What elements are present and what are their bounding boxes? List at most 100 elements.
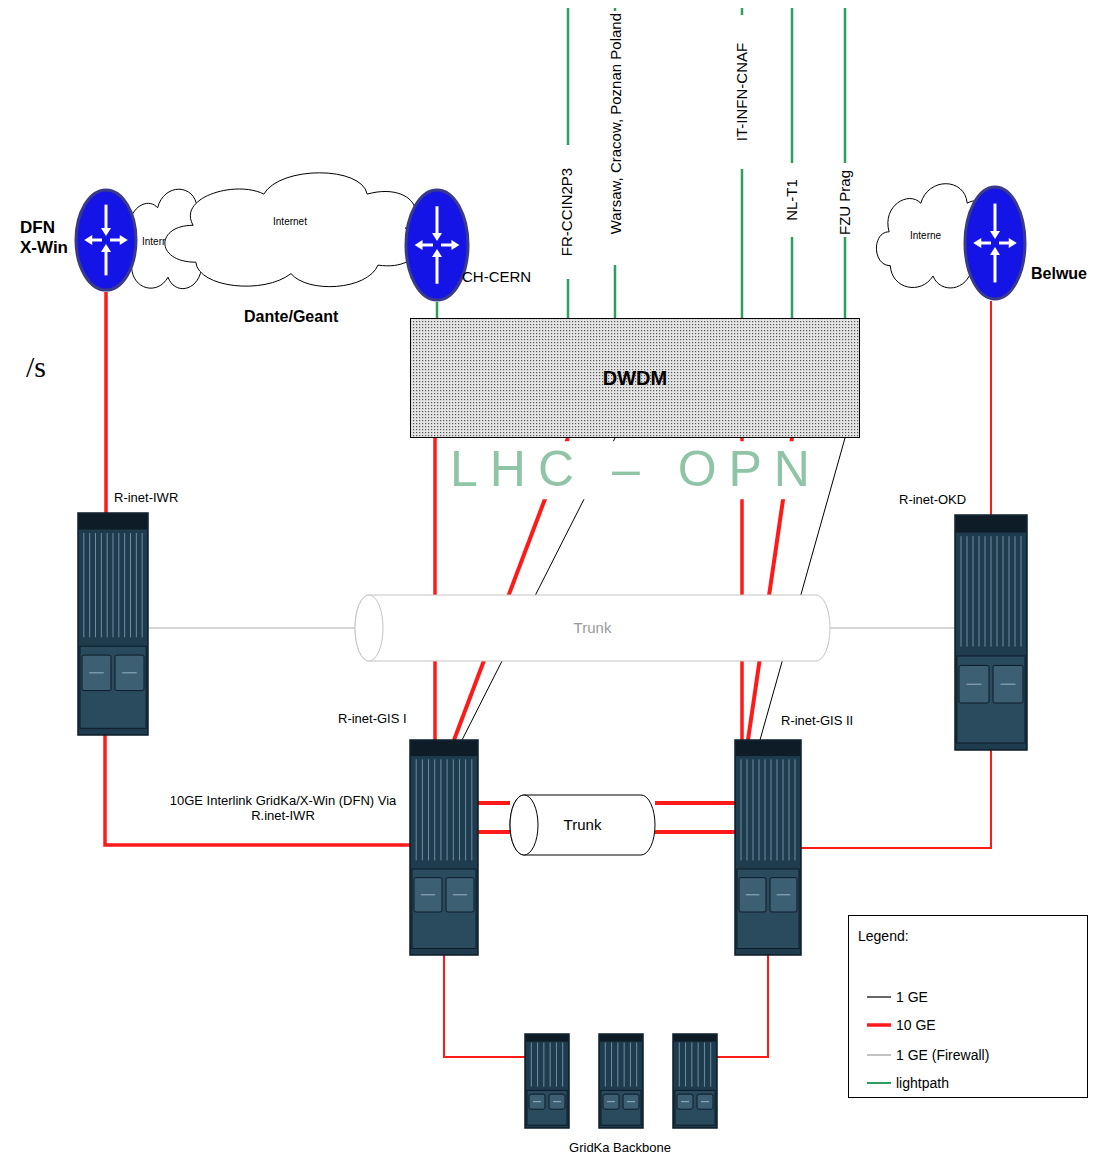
psu-handle [421, 894, 435, 895]
trunk-cylinder: Trunk [510, 795, 655, 855]
chassis-body [599, 1034, 643, 1128]
lightpath-label: Warsaw, Cracow, Poznan Poland [607, 11, 624, 265]
lightpath-label: FZU Prag [836, 163, 853, 237]
legend-line-sample [866, 1015, 892, 1035]
psu-handle [681, 1101, 689, 1102]
chassis-top [956, 516, 1026, 532]
chassis-top [79, 514, 147, 530]
chassis-psu-bay [80, 646, 146, 728]
legend-text: 1 GE (Firewall) [896, 1047, 989, 1063]
psu-module [115, 655, 144, 691]
dwdm-box: DWDM [410, 318, 860, 438]
node-label: Trunk [564, 816, 602, 833]
cylinder-body [355, 595, 830, 661]
network-link [433, 438, 437, 740]
node-label: R-inet-OKD [899, 493, 966, 508]
legend-line-sample [866, 1073, 892, 1093]
network-link [801, 750, 991, 848]
legend-text: lightpath [896, 1075, 949, 1091]
router-chassis: R-inet-GIS II [735, 740, 801, 955]
router-icon: Belwue [963, 185, 1027, 301]
psu-handle [122, 672, 137, 673]
psu-handle [777, 894, 791, 895]
cylinder-end [510, 795, 538, 855]
node-label: DWDM [603, 367, 667, 390]
router-icon: DFN X-Win [74, 188, 138, 292]
router-shape [74, 188, 138, 292]
node-label: Intern [142, 236, 168, 248]
psu-module [697, 1094, 713, 1109]
psu-module [414, 878, 442, 912]
dwdm-outline [411, 319, 860, 438]
psu-module [677, 1094, 693, 1109]
node-label: Internet [273, 216, 307, 228]
psu-module [739, 878, 766, 912]
psu-handle [746, 894, 760, 895]
router-disc [965, 187, 1025, 299]
chassis-shape [735, 740, 801, 955]
chassis-psu-bay [412, 869, 476, 949]
network-link [148, 627, 355, 629]
network-link [655, 830, 735, 834]
router-arrows [415, 206, 460, 284]
node-label: Trunk [574, 619, 612, 636]
chassis-slots [416, 759, 472, 860]
chassis-top [736, 741, 800, 756]
edge-label: 10GE Interlink GridKa/X-Win (DFN) Via R.… [158, 794, 408, 824]
lightpath-label: IT-INFN-CNAF [733, 15, 750, 169]
node-label: R-inet-IWR [114, 491, 178, 506]
chassis-top [411, 741, 477, 756]
router-chassis: R-inet-IWR [78, 513, 148, 735]
psu-handle [607, 1101, 615, 1102]
legend-line-sample [866, 987, 892, 1007]
psu-module [82, 655, 111, 691]
legend-row: 1 GE (Firewall) [866, 1045, 989, 1065]
psu-handle [553, 1101, 561, 1102]
network-link [715, 955, 768, 1057]
router-chassis: R-inet-OKD [955, 515, 1027, 750]
chassis-body [410, 740, 478, 955]
cylinder-body [510, 795, 655, 855]
chassis-slots [679, 1042, 710, 1086]
chassis-slots [531, 1042, 562, 1086]
psu-handle [89, 672, 104, 673]
legend-row: 10 GE [866, 1015, 936, 1035]
psu-module [446, 878, 474, 912]
legend-row: 1 GE [866, 987, 928, 1007]
network-link [104, 292, 108, 513]
lightpath-label: FR-CCIN2P3 [558, 145, 575, 279]
legend-line-sample [866, 1045, 892, 1065]
router-disc [406, 190, 468, 300]
psu-module [770, 878, 797, 912]
internet-cloud: Internet [155, 160, 427, 302]
node-label: Belwue [1031, 265, 1087, 283]
legend-text: 10 GE [896, 1017, 936, 1033]
chassis-body [673, 1034, 717, 1128]
watermark: LHC – OPN [450, 441, 822, 499]
trunk-cylinder: Trunk [355, 595, 830, 661]
psu-handle [533, 1101, 541, 1102]
node-label: GridKa Backbone [569, 1141, 671, 1156]
chassis-body [525, 1034, 569, 1128]
backbone-shape [522, 1032, 718, 1130]
psu-handle [701, 1101, 709, 1102]
legend-text: 1 GE [896, 989, 928, 1005]
network-link [105, 735, 410, 845]
node-label: R-inet-GIS I [338, 712, 407, 727]
backbone-switches: GridKa Backbone [522, 1032, 718, 1130]
psu-module [993, 665, 1023, 703]
legend-row: lightpath [866, 1073, 949, 1093]
network-link [436, 302, 439, 318]
psu-handle [627, 1101, 635, 1102]
node-label: CH-CERN [462, 268, 531, 285]
router-arrows [973, 204, 1017, 283]
cloud-outline [165, 173, 419, 287]
chassis-shape [955, 515, 1027, 750]
chassis-shape [410, 740, 478, 955]
psu-handle [967, 684, 982, 685]
network-link [990, 301, 992, 515]
lightpath-label: NL-T1 [783, 163, 800, 237]
chassis-top [600, 1035, 642, 1042]
psu-handle [453, 894, 467, 895]
